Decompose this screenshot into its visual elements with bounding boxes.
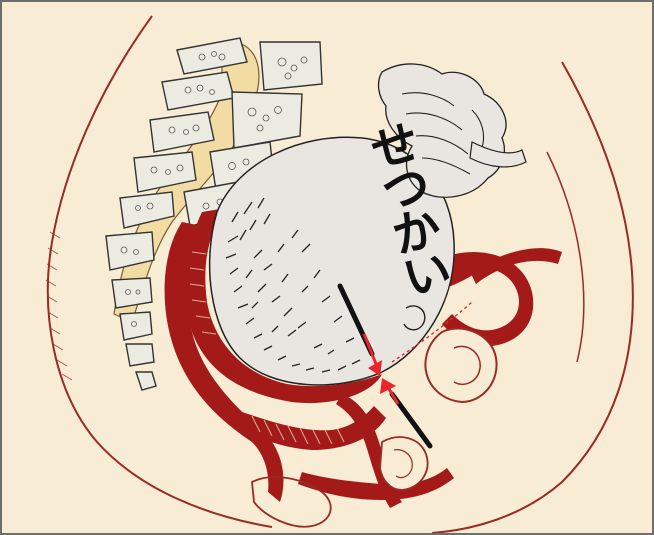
pubic-bone [425,328,496,402]
labia [380,437,428,490]
arrowhead-up [380,378,396,394]
